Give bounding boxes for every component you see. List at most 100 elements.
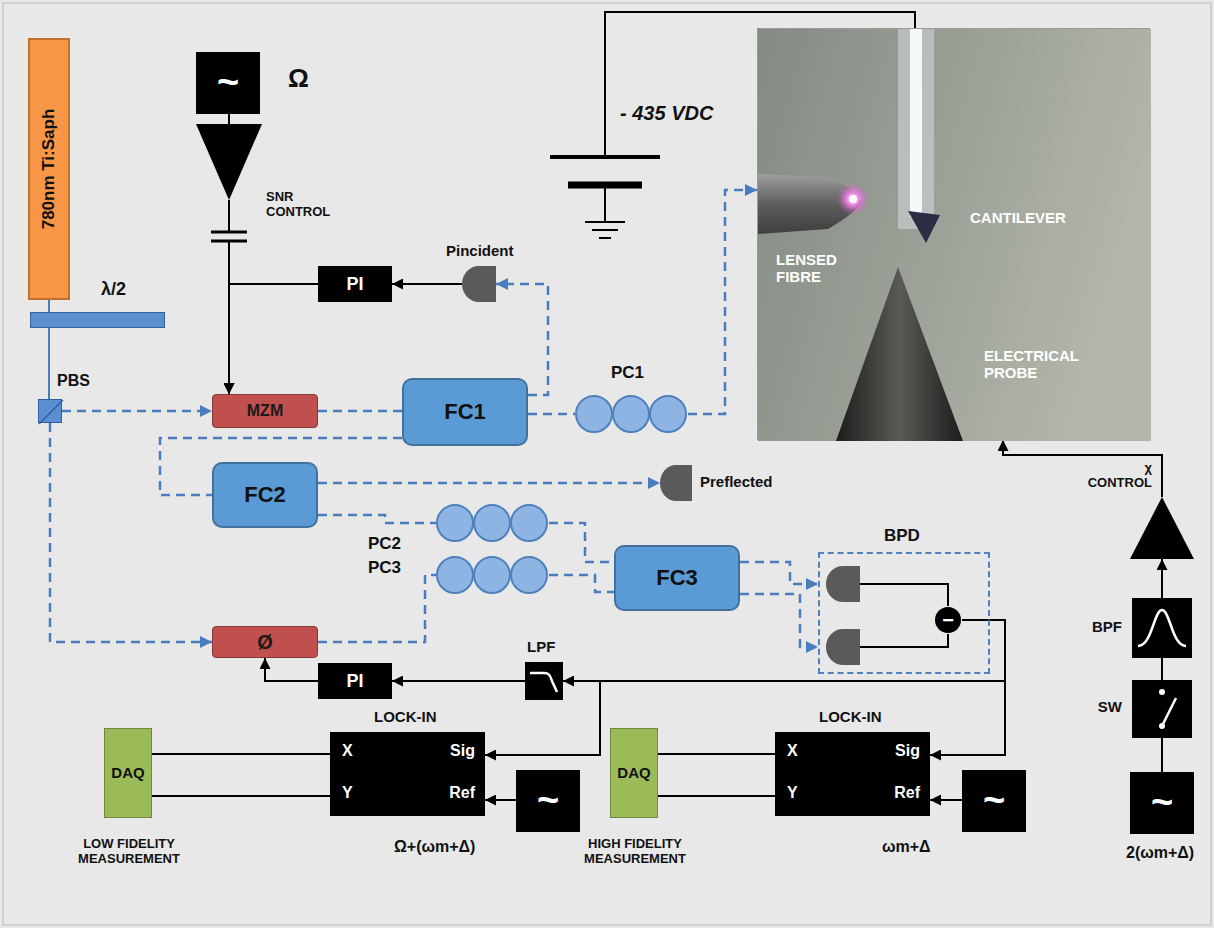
fibre-path [318,575,436,642]
lock-in-box: LOCK-INXSigYRef [330,732,485,816]
fibre-path [740,562,818,584]
label-text: FC3 [656,565,698,590]
polarisation-controller: PC1 [575,395,688,433]
amplifier-symbol [1130,497,1194,559]
fibre-path [318,410,402,413]
frame [3,3,1211,925]
port-name: X [787,742,798,760]
paddle-symbol [650,396,686,432]
amplifier: χ CONTROL [1130,497,1194,559]
fibre-path [549,575,614,592]
bandpass-symbol [1138,610,1186,646]
signal-wire [658,795,775,797]
signal-wire [392,680,525,682]
label-text: LENSED FIBRE [776,251,856,286]
laser-beam [48,328,50,399]
label-text: Ø [257,631,273,654]
label-text: BPF [1092,618,1122,635]
node-shape [436,556,549,594]
laser-spot [849,195,857,203]
ground-wire [604,185,606,222]
node-shape [1130,497,1194,559]
oscillator-symbol: ~ [217,61,239,105]
capacitor-gap [210,233,248,240]
signal-name: Ω+(ωm+Δ) [392,838,477,856]
signal-wire [930,620,1005,755]
node-shape [525,662,563,700]
cantilever-tip [908,211,940,243]
balanced-detector: BPD− [818,552,990,674]
paddle-symbol [474,505,510,541]
detector-symbol [826,629,860,665]
photo-ground [758,29,1151,441]
caption-text: LOW FIDELITY MEASUREMENT [59,837,199,867]
oscillator-symbol: ~ [1151,781,1173,825]
signal-name: ωm+Δ [880,838,933,856]
label-text: PBS [57,372,90,390]
laser-box: 780nm Ti:Saph [28,38,70,300]
photodetector: Preflected [660,465,692,501]
ground-symbol [599,237,611,239]
polarisation-controller: PC3 [436,556,549,594]
detector-symbol [826,566,860,602]
signal-wire [1161,559,1163,598]
label-text: MZM [247,402,283,420]
signal-wire [1161,658,1163,680]
label-text: FC1 [444,399,486,424]
label-text: 780nm Ti:Saph [39,109,59,230]
amplifier: SNR CONTROL [196,124,262,200]
paddle-symbol [437,505,473,541]
node-shape [462,266,496,302]
port-name: Y [787,784,798,802]
label-text: PI [346,671,363,692]
paddle-symbol [576,396,612,432]
pi-controller: PI [318,663,392,699]
box-heading: LOCK-IN [819,708,882,725]
node-shape [1132,680,1192,738]
port-name: Y [342,784,353,802]
capacitor-symbol [211,240,247,243]
lowpass-filter: LPF [525,662,563,700]
voltage-label: - 435 VDC [620,102,713,125]
signal-wire [1003,440,1162,497]
paddle-symbol [474,557,510,593]
switch-symbol [1159,689,1165,695]
fibre-path [50,423,212,642]
oscillator-box: ~ [962,770,1026,832]
bpd-wire [860,634,948,647]
paddle-symbol [613,396,649,432]
label-text: λ/2 [101,279,126,300]
port-name: Sig [895,742,920,760]
bandpass-filter: BPF [1132,598,1192,658]
label-text: DAQ [617,764,650,781]
daq-box: DAQHIGH FIDELITY MEASUREMENT [610,728,658,818]
label-text: ELECTRICAL PROBE [984,347,1094,382]
label-text: Pincident [446,242,514,259]
node-shape [575,395,688,433]
label-text: SW [1098,698,1122,715]
signal-wire [229,284,318,394]
signal-wire [485,799,516,801]
subtractor: − [934,606,962,634]
port-name: Ref [449,784,475,802]
node-shape [758,29,1151,441]
lowpass-symbol [530,673,557,692]
oscillator-box: ~ [516,770,580,832]
box-heading: LOCK-IN [374,708,437,725]
lock-in-box: LOCK-INXSigYRef [775,732,930,816]
fibre-path [740,594,818,647]
photodetector: Pincident [462,266,496,302]
caption-text: HIGH FIDELITY MEASUREMENT [560,837,710,867]
label-text: − [942,609,954,632]
signal-name: Ω [288,64,309,94]
paddle-symbol [511,505,547,541]
switch-symbol [1162,698,1176,726]
label-text: LPF [527,638,555,655]
laser-beam [48,300,50,312]
device-photo: LENSED FIBRECANTILEVERELECTRICAL PROBE [757,28,1150,440]
node-shape [196,124,262,200]
switch-box: SW [1132,680,1192,738]
paddle-symbol [511,557,547,593]
signal-wire [563,620,1005,681]
